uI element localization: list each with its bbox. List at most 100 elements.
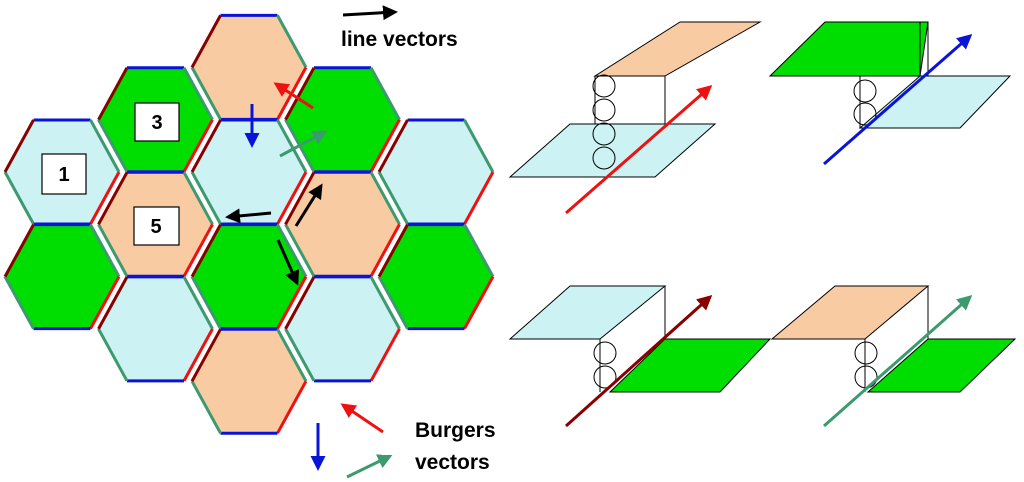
panel1-atom bbox=[592, 98, 616, 122]
panel1-atom bbox=[592, 146, 616, 170]
hex-cell-peach bbox=[192, 15, 306, 120]
panel4-upper-plane bbox=[770, 285, 930, 340]
hex-cell-green bbox=[379, 224, 493, 329]
hex-edge bbox=[463, 119, 495, 173]
hex-edge bbox=[276, 328, 308, 382]
panel4-atom bbox=[854, 341, 878, 365]
hex-edge bbox=[3, 223, 35, 278]
hex-edge bbox=[97, 171, 129, 226]
hex-edge bbox=[190, 119, 222, 173]
hex-edge bbox=[276, 119, 308, 173]
hex-edge bbox=[369, 171, 401, 226]
hex-edge bbox=[182, 118, 214, 173]
hex-edge bbox=[190, 223, 222, 278]
hex-edge bbox=[377, 119, 409, 173]
hex-edge bbox=[97, 66, 129, 121]
hex-edge bbox=[284, 276, 316, 330]
hex-edge bbox=[97, 276, 129, 330]
hex-edge bbox=[463, 171, 495, 225]
panel2-atom bbox=[853, 79, 877, 103]
hex-edge bbox=[284, 223, 316, 278]
hex-label-5: 5 bbox=[133, 206, 180, 246]
hex-edge bbox=[463, 223, 495, 278]
hex-edge bbox=[369, 328, 401, 382]
hex-edge bbox=[182, 276, 214, 330]
legend-line-vectors: line vectors bbox=[341, 5, 458, 51]
hex-label-1-text: 1 bbox=[58, 164, 69, 186]
hex-label-5-text: 5 bbox=[150, 216, 161, 238]
hex-edge bbox=[276, 223, 308, 278]
hex-edge bbox=[369, 276, 401, 330]
hex-edge bbox=[89, 223, 121, 278]
hex-cell-green bbox=[5, 224, 119, 329]
hex-edge bbox=[3, 119, 35, 173]
dislocation-panel-peach-blue bbox=[508, 21, 762, 215]
dislocation-panel-green-blue bbox=[768, 21, 1012, 166]
hex-cell-light-blue bbox=[379, 120, 493, 224]
burgers-arrow-teal bbox=[279, 130, 328, 158]
panel2-burgers-vector bbox=[823, 34, 973, 166]
panel2-atom bbox=[853, 102, 877, 126]
hex-edge bbox=[190, 380, 222, 434]
hex-cell-light-blue bbox=[98, 276, 213, 381]
hex-edge bbox=[463, 275, 495, 330]
hex-edge bbox=[97, 118, 129, 173]
hex-edge bbox=[284, 66, 316, 121]
line-vector-arrow-up bbox=[294, 183, 323, 227]
hex-edge bbox=[190, 14, 222, 69]
hex-cell-light-blue bbox=[192, 120, 306, 224]
legend-burgers-red-arrow bbox=[340, 403, 384, 434]
hex-edge bbox=[377, 223, 409, 278]
hex-edge bbox=[276, 14, 308, 69]
legend-line-vector-arrow bbox=[342, 5, 398, 21]
panel4-burgers-vector bbox=[823, 295, 973, 428]
panel1-burgers-vector bbox=[565, 85, 713, 215]
hex-edge bbox=[190, 275, 222, 330]
hex-edge bbox=[190, 328, 222, 382]
panel1-upper-plane bbox=[593, 21, 762, 77]
hex-cell-peach bbox=[192, 329, 306, 434]
hex-edge bbox=[89, 171, 121, 225]
panel4-lower-plane bbox=[866, 338, 1017, 393]
legend-burgers-teal-arrow bbox=[346, 454, 393, 479]
panel3-atom bbox=[593, 365, 617, 389]
hex-edge bbox=[89, 275, 121, 330]
hex-label-3: 3 bbox=[134, 102, 180, 142]
panel3-burgers-vector bbox=[564, 294, 713, 428]
hex-edge bbox=[377, 171, 409, 225]
hex-edge bbox=[284, 328, 316, 382]
hex-edge bbox=[284, 171, 316, 226]
legend-burgers-label-2: vectors bbox=[415, 451, 490, 474]
hex-cell-green bbox=[192, 224, 306, 329]
hex-edge bbox=[369, 118, 401, 173]
burgers-arrow-red bbox=[273, 82, 314, 110]
hex-edge bbox=[182, 223, 214, 278]
legend-burgers-label-1: Burgers bbox=[415, 419, 496, 442]
line-vector-arrow-left bbox=[225, 208, 272, 224]
hex-edge bbox=[182, 66, 214, 121]
legend-line-vectors-label: line vectors bbox=[341, 28, 458, 51]
hex-edge bbox=[182, 171, 214, 226]
hex-edge bbox=[89, 119, 121, 173]
legend-burgers-vectors: Burgers vectors bbox=[310, 403, 496, 479]
hex-edge bbox=[190, 171, 222, 225]
panel3-upper-plane bbox=[508, 285, 667, 340]
hex-edge bbox=[190, 66, 222, 121]
hex-cell-light-blue bbox=[285, 276, 400, 381]
hex-cell-green bbox=[285, 67, 400, 172]
hex-edge bbox=[182, 328, 214, 382]
panel1-atom bbox=[592, 122, 616, 146]
hex-label-1: 1 bbox=[41, 153, 87, 195]
hex-edge bbox=[97, 223, 129, 278]
panel1-atom bbox=[592, 74, 616, 98]
hex-edge bbox=[3, 171, 35, 225]
hex-edge bbox=[369, 66, 401, 121]
hex-edge bbox=[377, 275, 409, 330]
panel3-lower-plane bbox=[608, 338, 772, 393]
hex-edge bbox=[276, 380, 308, 434]
hex-label-3-text: 3 bbox=[151, 112, 162, 134]
lattice-arrows bbox=[225, 82, 328, 286]
hex-cell-peach bbox=[285, 172, 400, 277]
dislocation-panel-blue-green bbox=[508, 285, 772, 428]
